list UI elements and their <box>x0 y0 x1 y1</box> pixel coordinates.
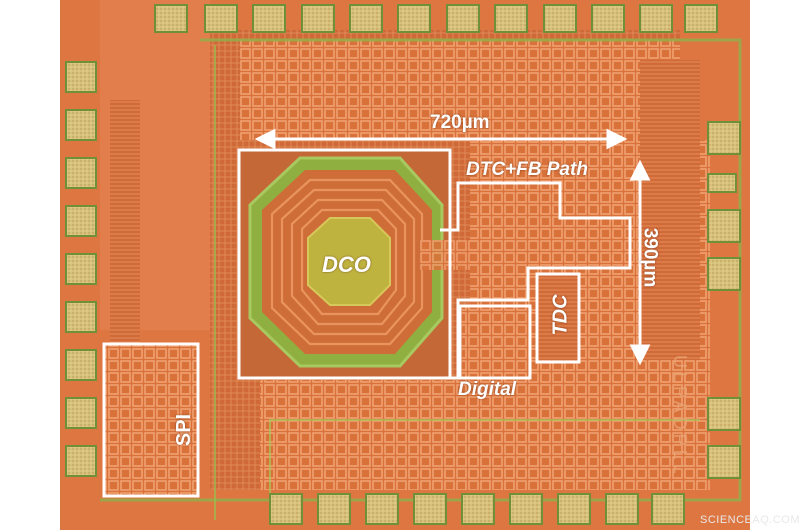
dtc-block <box>485 185 555 215</box>
tdc-label: TDC <box>549 294 572 336</box>
width-dimension-label: 720µm <box>430 112 490 133</box>
dco-core <box>307 217 391 306</box>
spi-block <box>105 345 197 495</box>
spi-box <box>102 342 200 498</box>
dco-label: DCO <box>322 252 371 277</box>
chip-marking: ULPADPLL <box>670 355 690 478</box>
dtc-fb-path-label: DTC+FB Path <box>466 159 588 180</box>
dtc-fb-path-box <box>440 181 632 380</box>
digital-block <box>462 307 530 377</box>
digital-label: Digital <box>458 379 517 400</box>
annotation-boxes <box>102 148 632 498</box>
spi-label: SPI <box>173 413 196 447</box>
watermark: SCIENCEAQ.COM <box>700 514 800 526</box>
tdc-box <box>535 272 581 364</box>
dimension-arrows <box>254 128 651 366</box>
bond-pads <box>65 4 741 525</box>
height-dimension-label: 390µm <box>639 227 661 288</box>
tdc-block <box>538 275 578 360</box>
digital-box <box>458 304 532 380</box>
